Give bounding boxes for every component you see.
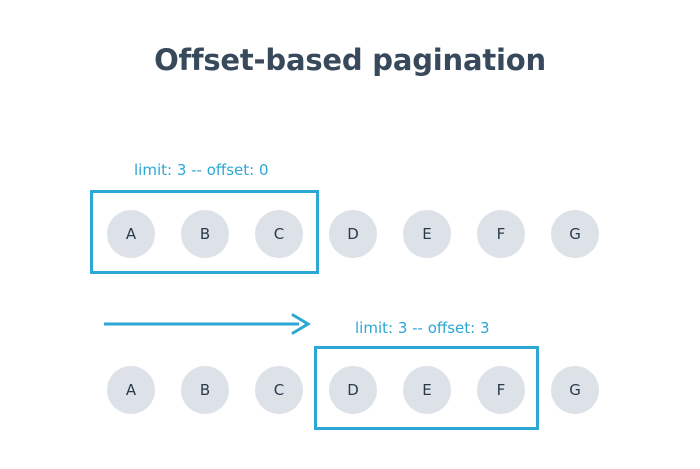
row-2-node-b[interactable]: B: [181, 366, 229, 414]
row-1-node-e[interactable]: E: [403, 210, 451, 258]
row-1-node-c[interactable]: C: [255, 210, 303, 258]
row-1-node-f[interactable]: F: [477, 210, 525, 258]
row-2-node-a[interactable]: A: [107, 366, 155, 414]
row-1-selection-box: [90, 190, 319, 274]
row-2-selection-box: [314, 346, 539, 430]
row-1-node-b[interactable]: B: [181, 210, 229, 258]
row-2-node-g[interactable]: G: [551, 366, 599, 414]
row-1-node-g[interactable]: G: [551, 210, 599, 258]
row-1-caption: limit: 3 -- offset: 0: [134, 161, 269, 179]
advance-offset-arrow: [104, 313, 311, 335]
row-2-node-e[interactable]: E: [403, 366, 451, 414]
row-1-node-d[interactable]: D: [329, 210, 377, 258]
row-2-caption: limit: 3 -- offset: 3: [355, 319, 490, 337]
row-2-node-d[interactable]: D: [329, 366, 377, 414]
row-2-node-f[interactable]: F: [477, 366, 525, 414]
page-title: Offset-based pagination: [154, 43, 546, 77]
row-1-node-a[interactable]: A: [107, 210, 155, 258]
row-2-node-c[interactable]: C: [255, 366, 303, 414]
